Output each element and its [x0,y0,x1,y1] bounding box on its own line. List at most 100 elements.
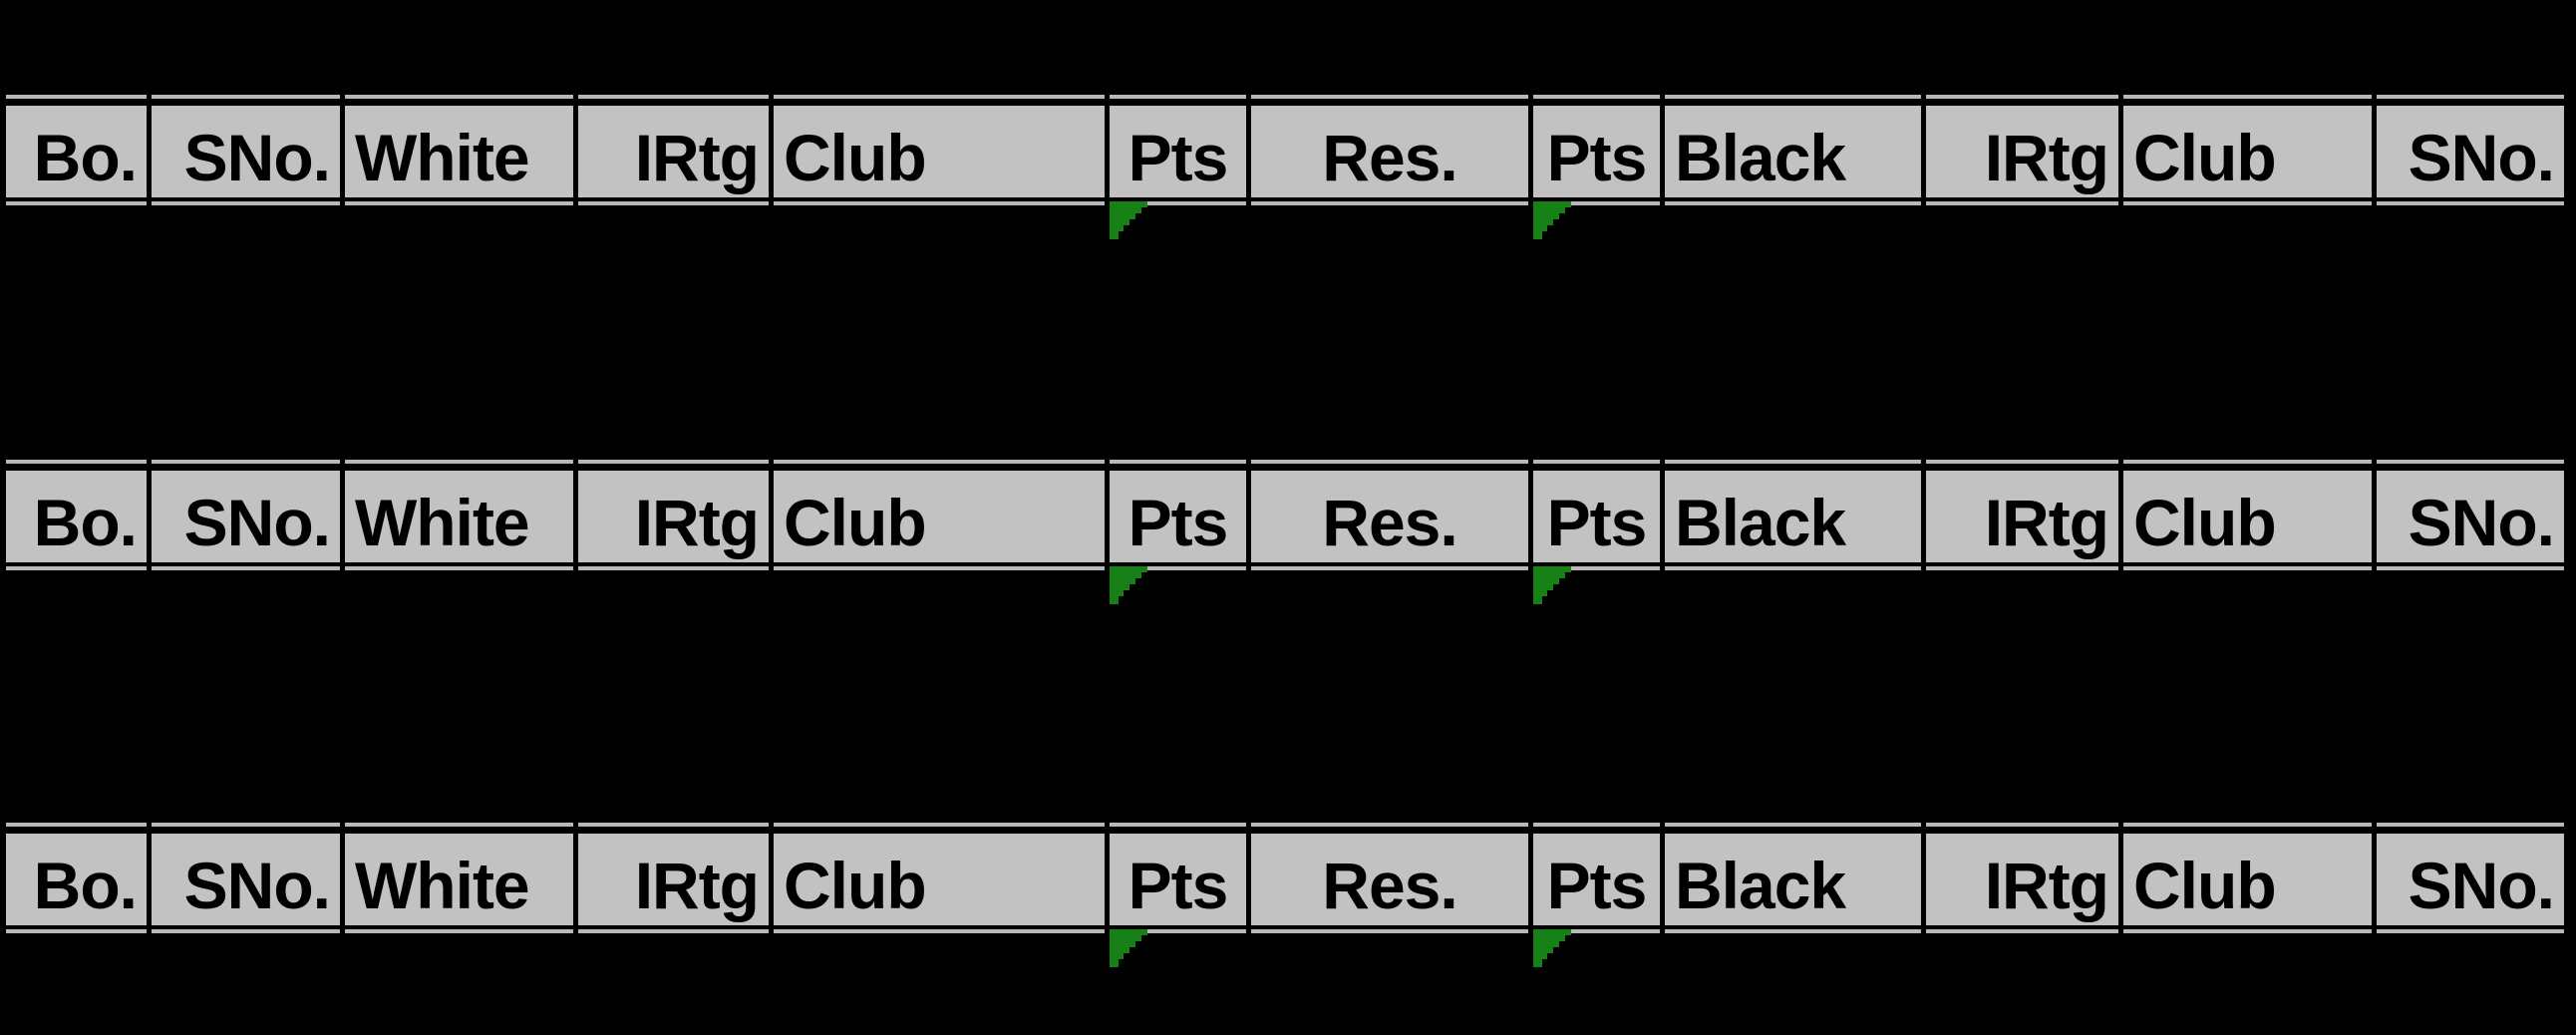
col-header-result[interactable]: Res. [1251,471,1528,562]
row-border-segment [774,95,1105,99]
row-border-segment [1110,201,1246,205]
sort-indicator-pts-black-icon [1533,566,1571,604]
sort-indicator-pts-white-icon [1110,566,1147,604]
col-header-pts-black[interactable]: Pts [1533,834,1660,925]
col-header-irtg-white[interactable]: IRtg [578,106,769,197]
row-border-segment [2123,201,2372,205]
row-border-segment [345,566,573,570]
row-border-segment [1110,929,1246,933]
col-header-club-white[interactable]: Club [774,834,1105,925]
row-border-segment [1533,201,1660,205]
col-header-board[interactable]: Bo. [6,106,147,197]
row-border-segment [1251,566,1528,570]
col-header-sno-black[interactable]: SNo. [2377,106,2564,197]
row-border-segment [152,95,340,99]
col-header-result[interactable]: Res. [1251,834,1528,925]
row-border-segment [152,201,340,205]
col-header-club-black[interactable]: Club [2123,471,2372,562]
row-border-segment [1110,95,1246,99]
col-header-black[interactable]: Black [1665,106,1921,197]
row-border-segment [2377,95,2564,99]
row-border-segment [1533,929,1660,933]
row-border-segment [2123,823,2372,827]
row-border-segment [1926,95,2118,99]
col-header-white[interactable]: White [345,471,573,562]
row-border-segment [345,460,573,464]
col-header-club-white[interactable]: Club [774,471,1105,562]
row-border-segment [2377,460,2564,464]
row-border-segment [345,201,573,205]
col-header-club-white[interactable]: Club [774,106,1105,197]
row-border-segment [1665,566,1921,570]
col-header-black[interactable]: Black [1665,834,1921,925]
col-header-black[interactable]: Black [1665,471,1921,562]
row-border-segment [2377,823,2564,827]
col-header-sno-white[interactable]: SNo. [152,471,340,562]
row-border-segment [1251,929,1528,933]
row-border-segment [2377,566,2564,570]
col-header-white[interactable]: White [345,834,573,925]
col-header-result[interactable]: Res. [1251,106,1528,197]
col-header-irtg-white[interactable]: IRtg [578,471,769,562]
row-border-segment [1926,929,2118,933]
row-border-segment [1251,823,1528,827]
row-border-segment [6,95,147,99]
row-border-segment [1110,566,1246,570]
col-header-sno-black[interactable]: SNo. [2377,834,2564,925]
col-header-pts-black[interactable]: Pts [1533,106,1660,197]
row-border-segment [152,460,340,464]
row-border-segment [1665,460,1921,464]
row-border-segment [6,929,147,933]
pairings-header-row-2: Bo. SNo. White IRtg Club Pts Res. Pts Bl… [6,460,2564,604]
row-border-segment [1533,95,1660,99]
col-header-sno-white[interactable]: SNo. [152,834,340,925]
row-border-segment [774,460,1105,464]
col-header-sno-white[interactable]: SNo. [152,106,340,197]
col-header-pts-black[interactable]: Pts [1533,471,1660,562]
row-border-segment [1533,460,1660,464]
sort-indicator-pts-white-icon [1110,201,1147,239]
col-header-board[interactable]: Bo. [6,471,147,562]
row-border-segment [1110,823,1246,827]
row-border-segment [6,201,147,205]
row-border-segment [1665,95,1921,99]
pairings-header-row-1: Bo. SNo. White IRtg Club Pts Res. Pts Bl… [6,95,2564,239]
row-border-segment [2123,460,2372,464]
col-header-irtg-black[interactable]: IRtg [1926,834,2118,925]
col-header-irtg-black[interactable]: IRtg [1926,106,2118,197]
col-header-pts-white[interactable]: Pts [1110,471,1246,562]
col-header-irtg-white[interactable]: IRtg [578,834,769,925]
row-border-segment [578,201,769,205]
row-border-segment [345,929,573,933]
row-border-segment [2377,201,2564,205]
row-border-segment [1251,95,1528,99]
row-border-segment [1926,566,2118,570]
row-border-segment [1665,929,1921,933]
row-border-segment [152,823,340,827]
row-border-segment [2123,95,2372,99]
sort-indicator-pts-black-icon [1533,929,1571,967]
col-header-pts-white[interactable]: Pts [1110,834,1246,925]
row-border-segment [578,929,769,933]
row-border-segment [774,201,1105,205]
pairings-header-row-3: Bo. SNo. White IRtg Club Pts Res. Pts Bl… [6,823,2564,967]
sort-indicator-pts-white-icon [1110,929,1147,967]
row-border-segment [1926,823,2118,827]
row-border-segment [2377,929,2564,933]
col-header-pts-white[interactable]: Pts [1110,106,1246,197]
col-header-club-black[interactable]: Club [2123,834,2372,925]
row-border-segment [2123,566,2372,570]
row-border-segment [152,929,340,933]
row-border-segment [1533,566,1660,570]
col-header-irtg-black[interactable]: IRtg [1926,471,2118,562]
col-header-sno-black[interactable]: SNo. [2377,471,2564,562]
col-header-board[interactable]: Bo. [6,834,147,925]
row-border-segment [6,566,147,570]
row-border-segment [774,566,1105,570]
row-border-segment [345,823,573,827]
col-header-white[interactable]: White [345,106,573,197]
row-border-segment [6,460,147,464]
col-header-club-black[interactable]: Club [2123,106,2372,197]
row-border-segment [1251,460,1528,464]
